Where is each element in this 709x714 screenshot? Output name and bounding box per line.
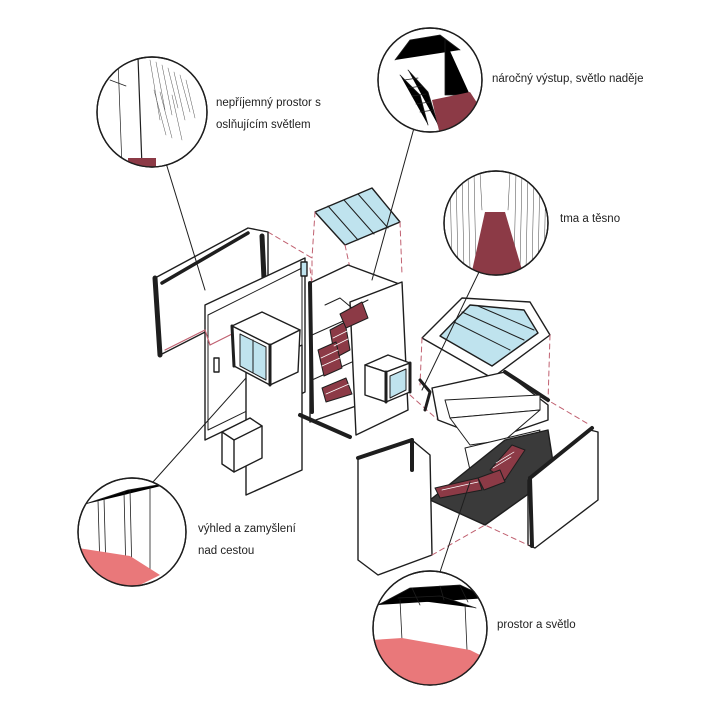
callout-circle-view-reflection (77, 477, 187, 587)
caption-view-reflection: výhled a zamyšlení nad cestou (198, 518, 296, 562)
caption-line: výhled a zamyšlení (198, 523, 296, 535)
leader-lines (152, 127, 481, 573)
caption-line: tma a těsno (560, 213, 621, 225)
caption-line: prostor a světlo (497, 619, 576, 631)
callout-circle-space-light (372, 570, 488, 686)
center-tower (298, 187, 412, 439)
center-stair (317, 297, 369, 403)
caption-line: nad cestou (198, 545, 255, 557)
caption-dark-narrow: tma a těsno (560, 208, 620, 230)
caption-line: nepříjemný prostor s (216, 97, 321, 109)
callout-circle-unpleasant-space (96, 56, 208, 168)
callout-circle-hard-climb (377, 27, 483, 133)
left-block (152, 227, 316, 496)
caption-unpleasant-space: nepříjemný prostor s oslňujícím světlem (216, 92, 321, 136)
caption-hard-climb: náročný výstup, světlo naděje (492, 68, 644, 90)
right-block (356, 297, 599, 576)
callout-circle-dark-narrow (443, 170, 549, 276)
caption-line: náročný výstup, světlo naděje (492, 73, 644, 85)
caption-line: oslňujícím světlem (216, 119, 311, 131)
caption-space-light: prostor a světlo (497, 614, 576, 636)
